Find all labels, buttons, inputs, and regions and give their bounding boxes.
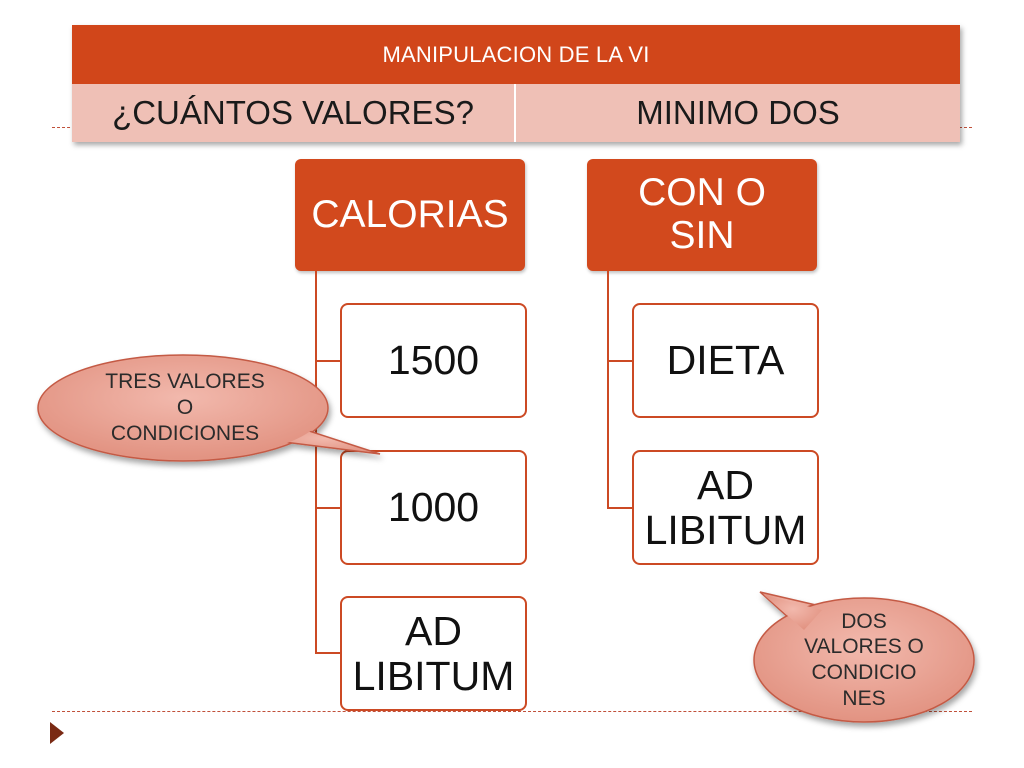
tree-root-calorias: CALORIAS	[295, 159, 525, 271]
tree-root-con-o-sin: CON O SIN	[587, 159, 817, 271]
tree-connector-right-1	[607, 360, 632, 362]
right-callout-shape	[753, 591, 975, 723]
tree-root-line-1: CON O	[638, 171, 766, 215]
left-callout-line-2: O	[176, 395, 194, 419]
right-callout-line-4: NES	[842, 686, 886, 710]
header-row: ¿CUÁNTOS VALORES? MINIMO DOS	[72, 84, 960, 142]
right-callout-line-2: VALORES O	[804, 635, 924, 659]
right-callout-text: DOS VALORES O CONDICIO NES	[774, 598, 954, 722]
left-callout-text: TRES VALORES O CONDICIONES	[60, 362, 310, 454]
tree-connector-left-2	[315, 507, 340, 509]
left-callout-shape	[37, 354, 381, 462]
right-callout-line-1: DOS	[841, 609, 887, 633]
right-callout-line-3: CONDICIO	[811, 661, 917, 684]
tree-child-1000: 1000	[340, 450, 527, 565]
tree-child-ad-libitum-left: AD LIBITUM	[340, 596, 527, 711]
tree-connector-right-vertical	[607, 271, 609, 509]
tree-root-line-2: SIN	[669, 214, 735, 257]
tree-connector-right-2	[607, 507, 632, 509]
header-table: MANIPULACION DE LA VI ¿CUÁNTOS VALORES? …	[72, 25, 960, 142]
tree-connector-left-3	[315, 652, 340, 654]
left-callout-line-3: CONDICIONES	[110, 422, 260, 446]
tree-child-1500: 1500	[340, 303, 527, 418]
header-cell-question: ¿CUÁNTOS VALORES?	[72, 84, 516, 142]
bottom-dashed-divider	[52, 711, 972, 712]
tree-child-ad-libitum-right: AD LIBITUM	[632, 450, 819, 565]
tree-connector-left-1	[315, 360, 340, 362]
next-slide-arrow-icon[interactable]	[50, 722, 64, 744]
tree-child-dieta: DIETA	[632, 303, 819, 418]
header-cell-answer: MINIMO DOS	[636, 94, 840, 131]
left-callout-line-1: TRES VALORES	[105, 369, 265, 393]
header-title: MANIPULACION DE LA VI	[72, 25, 960, 84]
tree-connector-left-vertical	[315, 271, 317, 653]
